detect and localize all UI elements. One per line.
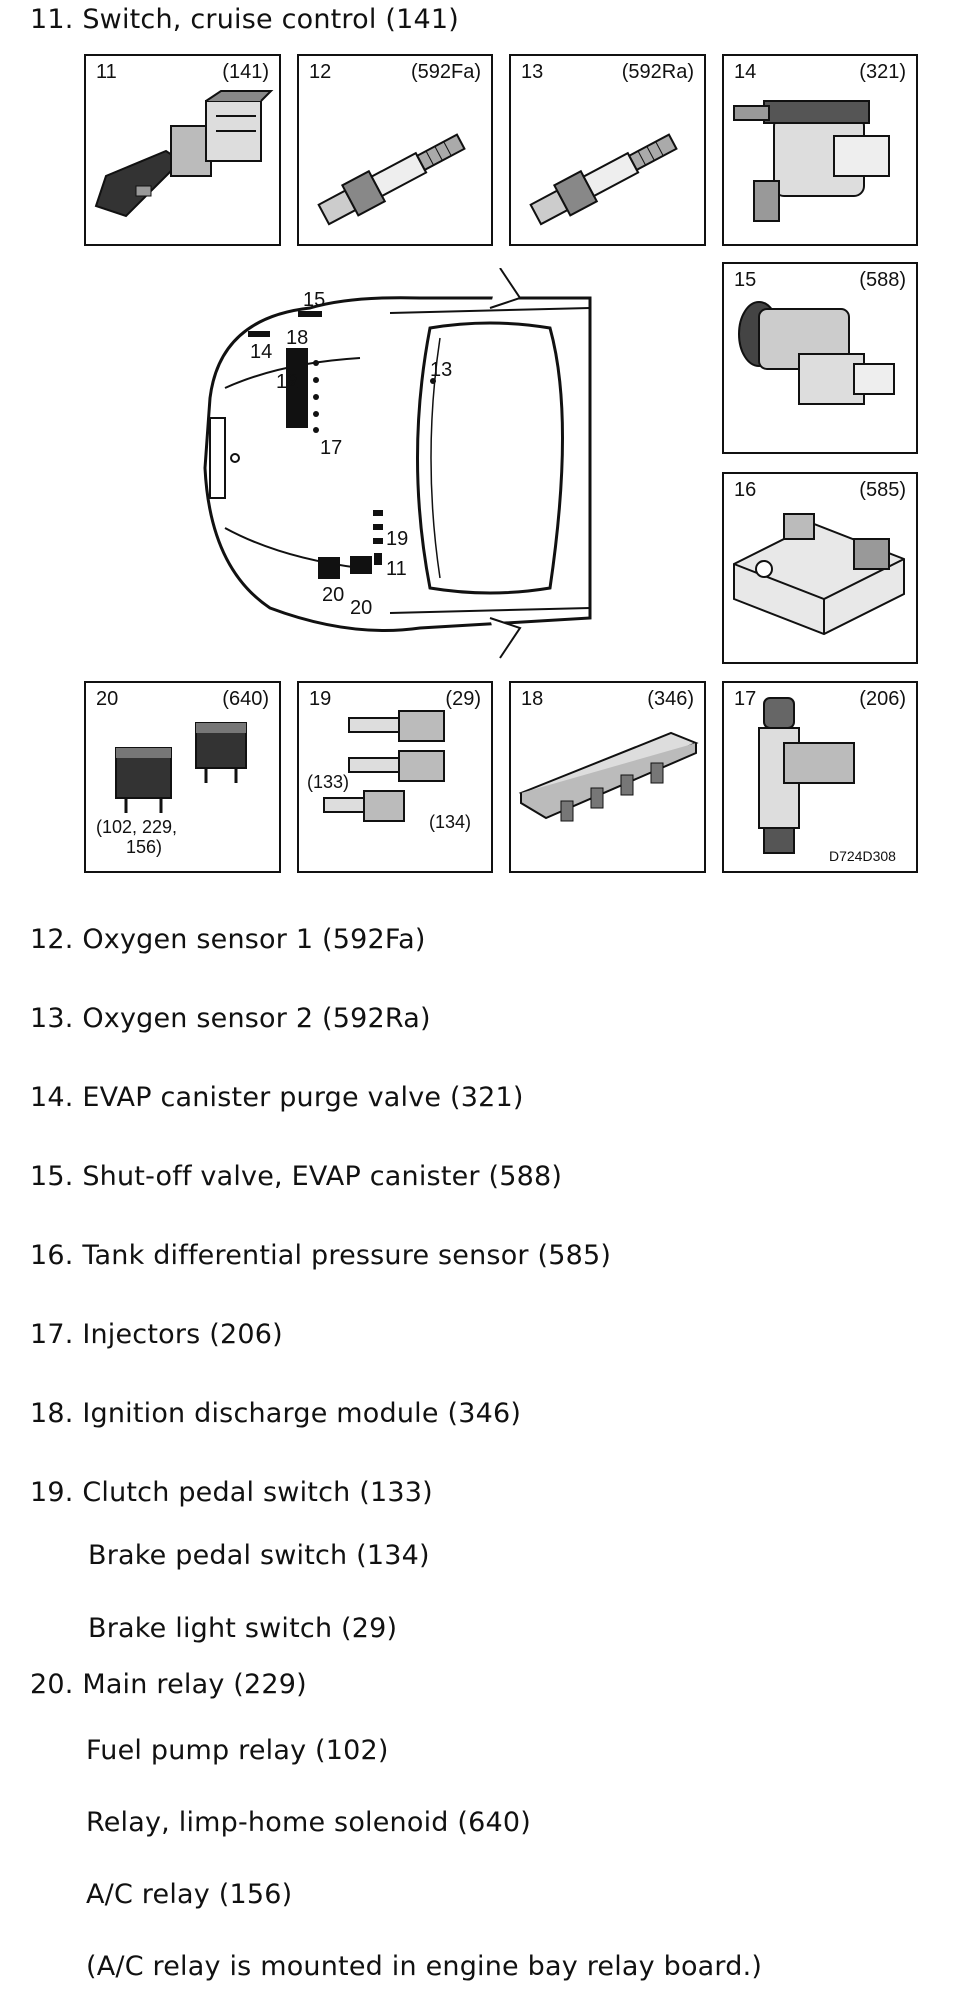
- heading-item-11: 11. Switch, cruise control (141): [30, 4, 459, 35]
- component-box-17: 17 (206) D724D308: [722, 681, 918, 873]
- component-box-14: 14 (321): [722, 54, 918, 246]
- car-label-14: 14: [250, 341, 272, 363]
- car-label-11: 11: [386, 558, 407, 580]
- car-label-20a: 20: [322, 584, 344, 606]
- figure-reference-code: D724D308: [829, 848, 896, 864]
- car-label-15: 15: [303, 289, 325, 311]
- car-label-13: 13: [430, 359, 452, 381]
- pressure-sensor-illustration: [733, 513, 905, 636]
- item-13: 13. Oxygen sensor 2 (592Ra): [30, 1003, 431, 1034]
- item-12: 12. Oxygen sensor 1 (592Fa): [30, 924, 426, 955]
- relay-sub-codes-2: 156): [126, 837, 162, 857]
- box-code: (592Ra): [621, 61, 694, 83]
- component-box-16: 16 (585): [722, 472, 918, 664]
- component-box-11: 11 (141): [84, 54, 281, 246]
- car-label-12: 12: [276, 371, 298, 393]
- item-14: 14. EVAP canister purge valve (321): [30, 1082, 524, 1113]
- ignition-module-illustration: [518, 731, 699, 822]
- box-code: (321): [859, 61, 906, 83]
- cruise-control-switch-illustration: [94, 90, 274, 218]
- pedal-switch-code-133: (133): [307, 772, 349, 792]
- box-number: 13: [521, 61, 544, 83]
- box-number: 20: [96, 688, 119, 710]
- car-label-18: 18: [286, 327, 308, 349]
- car-label-19: 19: [386, 528, 408, 550]
- component-box-18: 18 (346): [509, 681, 706, 873]
- component-box-15: 15 (588): [722, 262, 918, 454]
- item-19-brake-light: Brake light switch (29): [88, 1613, 398, 1644]
- box-code: (29): [445, 688, 481, 710]
- box-code: (585): [859, 479, 906, 501]
- box-number: 19: [309, 688, 332, 710]
- pedal-switch-code-134: (134): [429, 812, 471, 832]
- item-16: 16. Tank differential pressure sensor (5…: [30, 1240, 612, 1271]
- pedal-switch-illustration: (133) (134): [307, 710, 471, 832]
- item-20: 20. Main relay (229): [30, 1669, 307, 1700]
- box-number: 18: [521, 688, 544, 710]
- car-label-17: 17: [320, 437, 342, 459]
- item-17: 17. Injectors (206): [30, 1319, 283, 1350]
- box-code: (346): [647, 688, 694, 710]
- box-number: 12: [309, 61, 332, 83]
- item-20-note: (A/C relay is mounted in engine bay rela…: [86, 1951, 763, 1982]
- car-location-diagram: 15 14 18 12 17 13 19 11 20 20: [203, 268, 592, 659]
- component-box-13: 13 (592Ra): [509, 54, 706, 246]
- item-18: 18. Ignition discharge module (346): [30, 1398, 522, 1429]
- box-code: (588): [859, 269, 906, 291]
- box-code: (640): [222, 688, 269, 710]
- component-box-12: 12 (592Fa): [297, 54, 493, 246]
- box-number: 11: [96, 61, 117, 83]
- item-15: 15. Shut-off valve, EVAP canister (588): [30, 1161, 563, 1192]
- box-code: (206): [859, 688, 906, 710]
- shut-off-valve-illustration: [738, 301, 895, 405]
- box-number: 15: [734, 269, 757, 291]
- box-code: (141): [222, 61, 269, 83]
- purge-valve-illustration: [733, 100, 890, 222]
- item-19-brake-pedal: Brake pedal switch (134): [88, 1540, 430, 1571]
- oxygen-sensor-illustration: [529, 133, 678, 226]
- relay-illustration: (102, 229, 156): [96, 722, 247, 857]
- component-box-20: 20 (640) (102, 229, 156): [84, 681, 281, 873]
- component-box-19: 19 (29) (133) (134): [297, 681, 493, 873]
- oxygen-sensor-illustration: [317, 133, 466, 226]
- item-20-limp-home: Relay, limp-home solenoid (640): [86, 1807, 532, 1838]
- item-19: 19. Clutch pedal switch (133): [30, 1477, 433, 1508]
- item-20-ac-relay: A/C relay (156): [86, 1879, 293, 1910]
- item-20-fuel-pump: Fuel pump relay (102): [86, 1735, 389, 1766]
- relay-sub-codes-1: (102, 229,: [96, 817, 177, 837]
- injector-illustration: D724D308: [758, 697, 896, 864]
- box-number: 17: [734, 688, 757, 710]
- car-label-20b: 20: [350, 597, 372, 619]
- box-number: 14: [734, 61, 757, 83]
- box-code: (592Fa): [410, 61, 481, 83]
- box-number: 16: [734, 479, 757, 501]
